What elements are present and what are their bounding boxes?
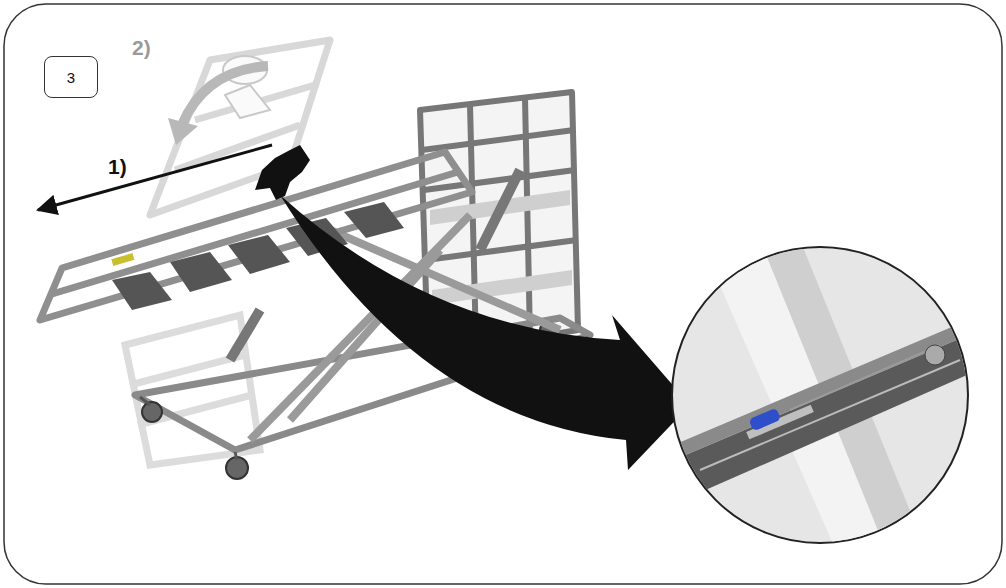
zoom-detail xyxy=(650,240,990,560)
actuator xyxy=(480,170,520,250)
headboard xyxy=(426,240,577,260)
wheel-forks xyxy=(140,397,150,405)
zoom-detail xyxy=(746,405,814,440)
wheel-forks xyxy=(235,452,237,460)
slide-arrow xyxy=(38,145,272,210)
rotate-arrow xyxy=(182,66,268,125)
zoom-detail xyxy=(925,345,945,365)
ghost-head xyxy=(225,85,270,118)
headboard xyxy=(422,130,574,150)
ghost-legrest xyxy=(138,395,252,425)
ghost-backrest xyxy=(150,40,330,215)
zoom-detail xyxy=(650,330,990,510)
zoom-detail xyxy=(748,408,781,432)
step-label: 1) xyxy=(108,155,127,179)
step-number-box: 3 xyxy=(44,56,98,98)
headboard xyxy=(470,105,476,345)
zoom-arrow xyxy=(280,195,690,470)
zoom-detail xyxy=(650,315,980,470)
ghost-backrest xyxy=(150,40,330,215)
headboard xyxy=(525,98,530,338)
wheels xyxy=(226,457,248,479)
yellow-tag xyxy=(111,253,134,266)
wheels xyxy=(142,402,162,422)
frame-border xyxy=(4,4,1002,584)
deck-slats xyxy=(112,272,172,310)
step-number: 3 xyxy=(67,69,75,86)
step-label: 2) xyxy=(132,36,151,60)
actuator xyxy=(230,310,260,360)
deck-slats xyxy=(344,202,404,238)
deck-slats xyxy=(170,252,232,292)
zoom-detail xyxy=(790,345,940,410)
zoom-detail xyxy=(700,360,960,470)
rotate-arrow-head xyxy=(168,118,198,145)
deck-slats xyxy=(228,235,290,274)
hand-icon xyxy=(255,145,310,200)
